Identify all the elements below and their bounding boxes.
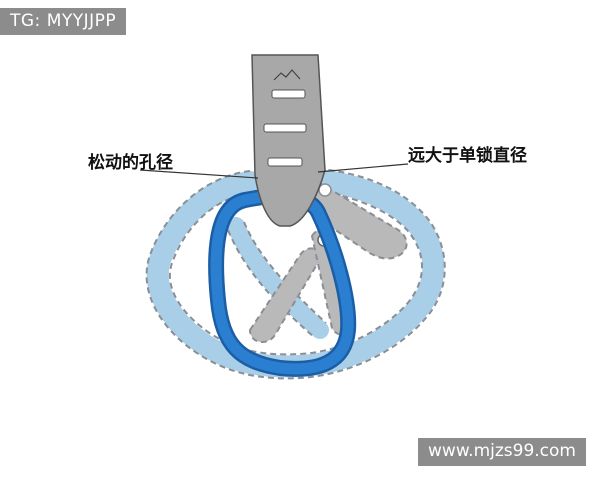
watermark-bottom: www.mjzs99.com [418, 438, 586, 466]
pointer-line-right [317, 163, 409, 173]
label-larger-diameter: 远大于单锁直径 [408, 146, 527, 166]
pointer-line-left [139, 169, 259, 179]
watermark-top: TG: MYYJJPP [0, 8, 127, 35]
label-loose-hole: 松动的孔径 [88, 153, 173, 173]
blue-carabiner [208, 187, 357, 377]
sling-strand [227, 217, 329, 339]
logo-icon [273, 69, 301, 81]
anchor-strap [251, 54, 326, 227]
gray-carabiner-right [299, 181, 408, 260]
